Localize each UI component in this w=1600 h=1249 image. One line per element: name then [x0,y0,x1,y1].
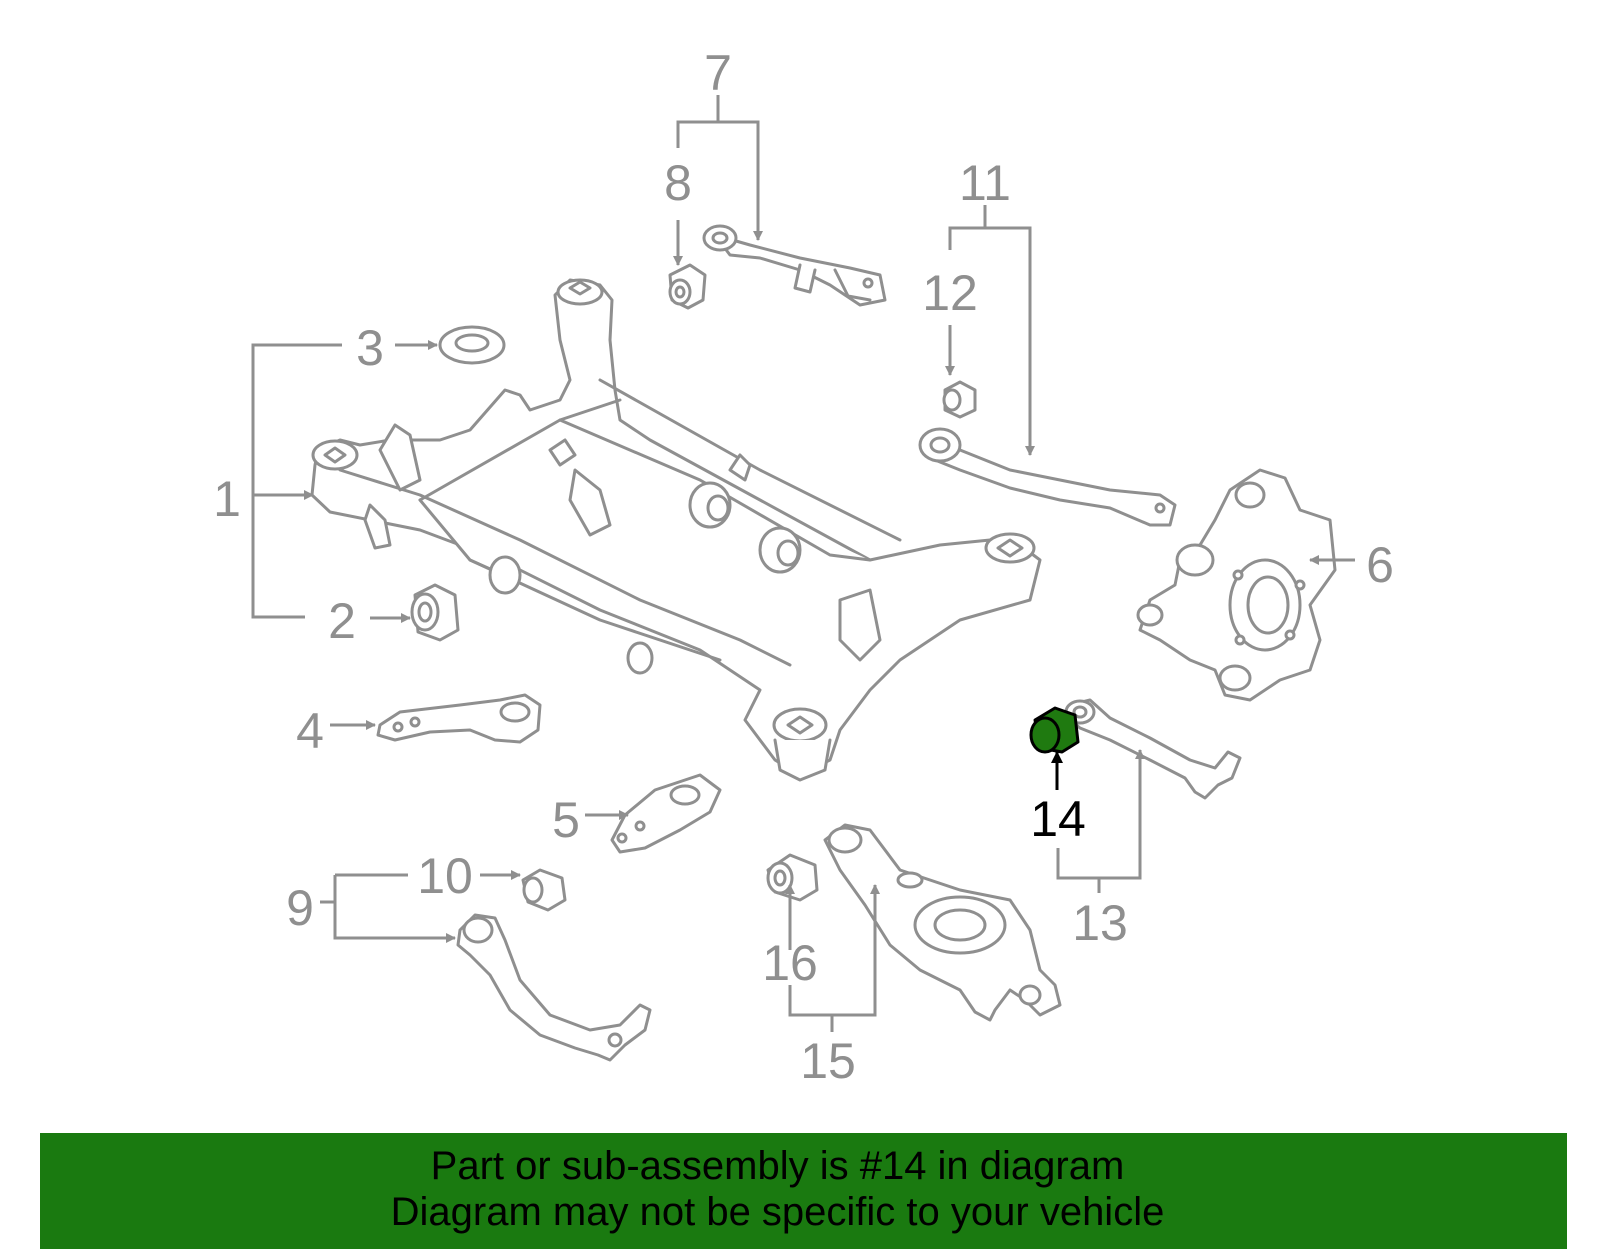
part-16-bushing [766,853,819,902]
callout-14-highlighted: 14 [1030,791,1086,847]
callout-1: 1 [213,471,241,527]
callout-6: 6 [1366,537,1394,593]
part-13-link-arm [1064,698,1242,800]
part-7-link-arm [702,224,887,307]
part-2-bushing [410,583,460,642]
callout-4: 4 [296,703,324,759]
part-15-lower-arm [823,823,1062,1022]
callout-9: 9 [286,880,314,936]
banner-line-2: Diagram may not be specific to your vehi… [390,1190,1165,1234]
bracket-1 [251,343,342,619]
part-3-washer [438,325,506,365]
part-9-control-arm [456,913,652,1062]
callout-12: 12 [922,265,978,321]
part-5-bracket [610,773,722,854]
callout-2: 2 [328,593,356,649]
subframe-crossmember [310,278,1042,782]
info-banner: Part or sub-assembly is #14 in diagram D… [40,1133,1567,1249]
part-10-bushing [521,868,567,912]
callout-7: 7 [704,45,732,101]
callout-10: 10 [417,848,473,904]
part-12-bushing [942,380,977,419]
callout-16: 16 [762,935,818,991]
part-6-knuckle [1136,468,1337,702]
callout-5: 5 [552,792,580,848]
banner-line-1: Part or sub-assembly is #14 in diagram [430,1144,1125,1188]
callout-8: 8 [664,155,692,211]
part-14-bushing-highlighted [1029,706,1080,754]
callout-11: 11 [959,155,1011,211]
part-11-link-arm [918,427,1177,527]
part-4-bracket [376,693,542,744]
callout-15: 15 [800,1033,856,1089]
part-8-bushing [668,263,707,310]
callout-13: 13 [1072,895,1128,951]
callout-3: 3 [356,320,384,376]
